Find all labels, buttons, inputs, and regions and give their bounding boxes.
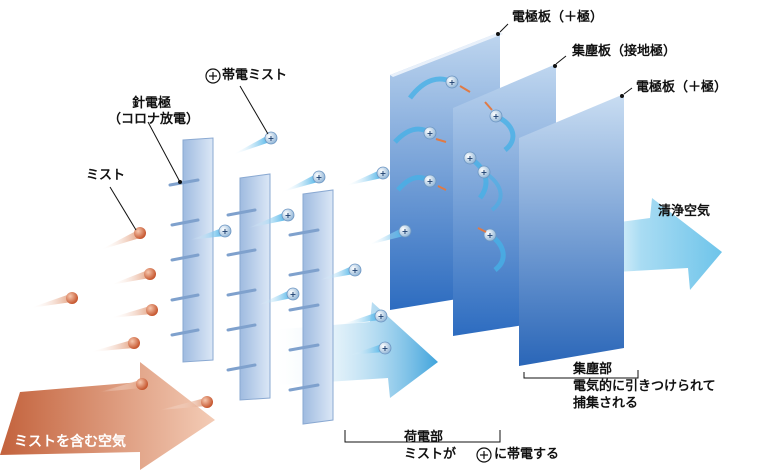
collector-section-label: 集塵部 — [573, 362, 613, 377]
svg-text:+: + — [481, 168, 488, 177]
needle-electrode-strip-1 — [182, 137, 214, 363]
svg-text:+: + — [380, 169, 387, 178]
mist-air-label: ミストを含む空気 — [14, 434, 126, 450]
svg-text:+: + — [487, 231, 494, 240]
electrode-plate-back — [519, 94, 624, 366]
charging-desc-post: に帯電する — [494, 447, 560, 462]
leader-lines — [109, 23, 639, 443]
electrode-plate-2-label: 電極板（＋極） — [636, 80, 728, 95]
charging-section-label: 荷電部 — [404, 430, 444, 445]
needle-electrode-label: 針電極 — [132, 96, 172, 111]
svg-text:+: + — [290, 290, 297, 299]
collector-plate-label: 集塵板（接地極） — [572, 44, 677, 59]
plus-circle-icon — [476, 447, 492, 463]
svg-text:+: + — [427, 129, 434, 138]
svg-text:+: + — [378, 312, 385, 321]
svg-text:+: + — [493, 112, 500, 121]
collector-desc-line1: 電気的に引きつけられて — [573, 379, 716, 394]
collector-desc-line2: 捕集される — [573, 396, 639, 411]
attraction-marks — [435, 85, 493, 233]
svg-text:+: + — [427, 177, 434, 186]
mist-particles — [30, 227, 213, 410]
svg-text:+: + — [352, 266, 359, 275]
electrode-plate-1-label: 電極板（＋極） — [512, 10, 604, 25]
mist-air-inflow-arrow — [0, 362, 215, 470]
svg-text:+: + — [402, 227, 409, 236]
charged-particles: + + + + + + + + + + + + + + + + + — [190, 75, 516, 355]
svg-text:+: + — [222, 227, 229, 236]
needle-electrode-strip-2 — [239, 173, 271, 401]
svg-text:+: + — [467, 154, 474, 163]
needle-electrode-sublabel: （コロナ放電） — [108, 112, 200, 127]
mist-label: ミスト — [86, 168, 126, 183]
svg-text:+: + — [382, 344, 389, 353]
charging-desc-pre: ミストが — [404, 447, 457, 462]
svg-text:+: + — [449, 78, 456, 87]
svg-text:+: + — [316, 173, 323, 182]
clean-air-label: 清浄空気 — [658, 204, 711, 219]
svg-text:+: + — [285, 211, 292, 220]
svg-text:+: + — [268, 134, 275, 143]
needles — [168, 178, 320, 392]
plus-circle-icon — [205, 68, 221, 84]
charged-mist-label: 帯電ミスト — [222, 68, 288, 83]
